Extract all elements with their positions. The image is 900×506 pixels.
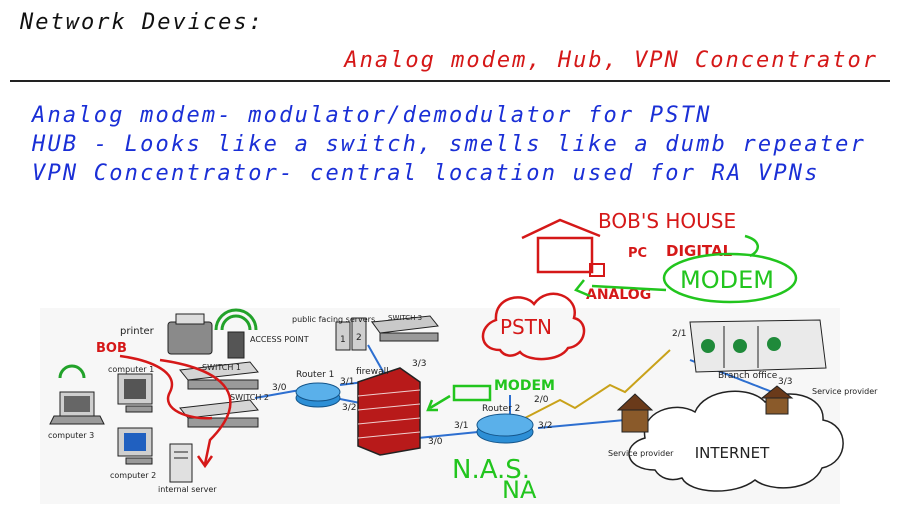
port-fw-bottom: 3/0 <box>428 437 443 447</box>
service-provider-right-label: Service provider <box>812 387 878 396</box>
branch-office-label: Branch office <box>718 371 778 381</box>
port-r1-bottom: 3/2 <box>342 403 356 413</box>
bob-arrow-2 <box>159 358 232 465</box>
access-point-icon <box>214 308 258 359</box>
port-branch-bottom: 3/3 <box>778 377 792 387</box>
public-servers-icon: 1 2 <box>335 317 367 351</box>
analog-label: ANALOG <box>586 287 651 303</box>
modem-big-label: MODEM <box>680 266 774 294</box>
page-subtitle: Analog modem, Hub, VPN Concentrator <box>344 48 878 73</box>
port-r2-left: 3/1 <box>454 421 468 431</box>
pc-label: PC <box>628 246 647 261</box>
router-2-icon <box>476 413 534 444</box>
port-r2-right: 3/2 <box>538 421 552 431</box>
server-2-label: 2 <box>356 333 362 343</box>
firewall-label: firewall <box>356 367 389 377</box>
internal-server-label: internal server <box>158 485 217 494</box>
computer-2-label: computer 2 <box>110 471 156 480</box>
service-provider-left-icon <box>616 393 654 433</box>
printer-label: printer <box>120 326 155 337</box>
internet-label: INTERNET <box>695 444 770 462</box>
port-r1-top: 3/1 <box>340 377 354 387</box>
computer-1-label: computer 1 <box>108 365 154 374</box>
na-label: NA <box>502 476 537 504</box>
service-provider-left-label: Service provider <box>608 449 674 458</box>
router-1-icon <box>295 382 341 408</box>
port-branch-left: 2/1 <box>672 329 686 339</box>
computer-2-icon <box>117 427 153 465</box>
internet-cloud: INTERNET <box>628 390 844 492</box>
note-vpn-concentrator: VPN Concentrator- central location used … <box>32 161 820 186</box>
switch-2-label: SWITCH 2 <box>230 393 269 402</box>
access-point-label: ACCESS POINT <box>250 335 309 344</box>
computer-3-laptop-icon <box>49 364 105 425</box>
switch-3-label: SWITCH 3 <box>388 314 422 322</box>
port-r2-top: 2/0 <box>534 395 549 405</box>
internal-server-icon <box>169 443 193 483</box>
vpn-link <box>524 349 671 419</box>
public-servers-label: public facing servers <box>292 315 375 324</box>
service-provider-right-icon <box>760 385 794 415</box>
note-hub: HUB - Looks like a switch, smells like a… <box>32 132 867 157</box>
computer-1-icon <box>117 373 153 413</box>
switch-3-icon <box>371 315 439 342</box>
branch-office-icon <box>689 319 827 373</box>
port-fw-right: 3/3 <box>412 359 426 369</box>
firewall-icon <box>357 367 421 456</box>
page-title: Network Devices: <box>20 10 264 35</box>
bobs-house-label: BOB'S HOUSE <box>598 209 736 233</box>
switch-1-label: SWITCH 1 <box>202 363 241 372</box>
router-1-label: Router 1 <box>296 370 334 380</box>
pstn-cloud <box>481 292 586 361</box>
printer-icon <box>167 313 213 355</box>
bob-annotation: BOB <box>96 341 127 356</box>
bob-arrow <box>119 354 213 420</box>
modem-small-label: MODEM <box>494 378 555 394</box>
note-analog-modem: Analog modem- modulator/demodulator for … <box>32 103 712 128</box>
router-2-label: Router 2 <box>482 404 520 414</box>
pstn-label: PSTN <box>500 315 552 339</box>
computer-3-label: computer 3 <box>48 431 94 440</box>
header-divider <box>10 80 890 82</box>
modem-small-box <box>452 384 492 402</box>
server-1-label: 1 <box>340 335 346 345</box>
nas-label: N.A.S. <box>452 455 530 485</box>
modem-ellipse <box>662 252 798 304</box>
port-r1-left: 3/0 <box>272 383 287 393</box>
bobs-house-drawing <box>521 218 605 277</box>
